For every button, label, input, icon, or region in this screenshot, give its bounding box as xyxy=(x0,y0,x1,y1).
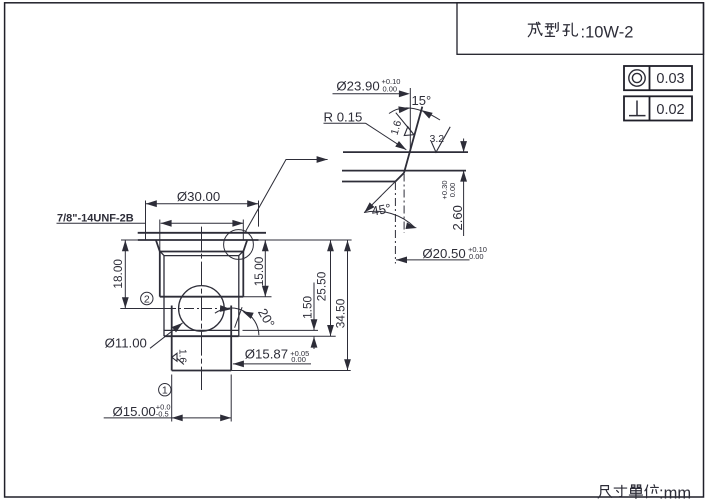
svg-text:0.03: 0.03 xyxy=(656,71,684,87)
svg-text:Ø23.90: Ø23.90 xyxy=(336,78,379,93)
svg-text:20°: 20° xyxy=(255,306,278,331)
svg-text:2.60: 2.60 xyxy=(450,205,465,230)
svg-text:+0.30: +0.30 xyxy=(440,181,449,200)
svg-text:3.2: 3.2 xyxy=(430,133,445,145)
svg-text:0.00: 0.00 xyxy=(448,183,457,198)
svg-text:25.50: 25.50 xyxy=(315,271,329,301)
svg-text:Ø15.87: Ø15.87 xyxy=(245,347,288,362)
svg-text:45°: 45° xyxy=(370,200,392,218)
svg-text:+0.10: +0.10 xyxy=(468,245,487,254)
svg-text:1.50: 1.50 xyxy=(301,295,315,318)
svg-text:Ø30.00: Ø30.00 xyxy=(177,189,220,204)
svg-text:1.6: 1.6 xyxy=(389,119,405,136)
svg-text:18.00: 18.00 xyxy=(111,259,125,289)
svg-text:R 0.15: R 0.15 xyxy=(324,109,363,124)
svg-text:2: 2 xyxy=(144,293,150,305)
svg-text:1.6: 1.6 xyxy=(177,349,188,363)
svg-text:0.00: 0.00 xyxy=(383,84,398,93)
svg-text:+0.05: +0.05 xyxy=(290,349,309,358)
svg-text:7/8"-14UNF-2B: 7/8"-14UNF-2B xyxy=(57,213,134,225)
svg-text:15.00: 15.00 xyxy=(252,256,266,286)
svg-text:0.02: 0.02 xyxy=(656,102,684,118)
svg-text:0.00: 0.00 xyxy=(469,252,484,261)
svg-text:Ø20.50: Ø20.50 xyxy=(422,246,465,261)
svg-text::10W-2: :10W-2 xyxy=(581,23,634,41)
svg-text:+0.10: +0.10 xyxy=(382,77,401,86)
svg-text:-0.5: -0.5 xyxy=(156,409,169,418)
svg-text:+0.0: +0.0 xyxy=(156,402,171,411)
svg-text:Ø11.00: Ø11.00 xyxy=(105,336,147,351)
svg-text:0.00: 0.00 xyxy=(291,355,306,364)
svg-text:15°: 15° xyxy=(412,93,432,108)
svg-text::mm: :mm xyxy=(659,484,691,502)
svg-text:34.50: 34.50 xyxy=(334,298,348,328)
svg-text:Ø15.00: Ø15.00 xyxy=(113,404,156,419)
svg-text:1: 1 xyxy=(162,385,168,397)
